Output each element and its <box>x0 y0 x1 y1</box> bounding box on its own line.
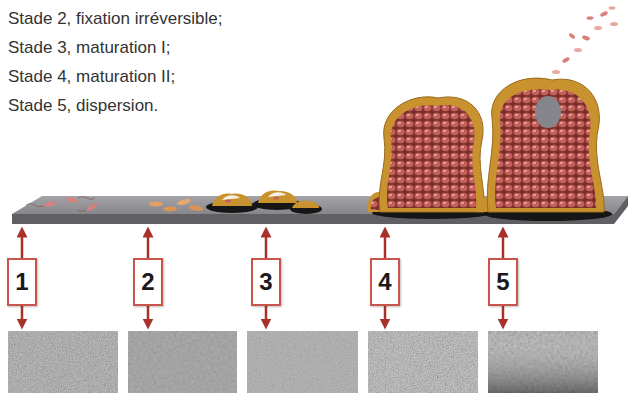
micrograph-texture <box>488 331 598 393</box>
caption-block: Stade 2, fixation irréversible;Stade 3, … <box>8 4 223 120</box>
stage-caption: Stade 2, fixation irréversible; <box>8 4 223 33</box>
callout-number: 2 <box>141 268 154 296</box>
cell-mass <box>495 89 596 208</box>
stage-number-box: 2 <box>133 258 163 306</box>
cell-cluster <box>268 192 286 197</box>
matrix <box>212 194 252 207</box>
bacterium <box>44 200 57 208</box>
matrix <box>258 191 297 204</box>
micrograph-texture <box>368 331 478 393</box>
released-cell <box>587 16 594 20</box>
callout-number: 4 <box>378 268 391 296</box>
micrograph <box>368 331 478 393</box>
bacterium <box>86 202 98 212</box>
micrograph-shade <box>488 331 598 393</box>
bacterium <box>66 197 79 204</box>
stage-number-box: 1 <box>7 258 37 306</box>
stage-arrows <box>22 232 503 324</box>
micrograph-texture <box>8 331 118 393</box>
released-cell <box>609 6 616 10</box>
released-cell <box>574 48 582 52</box>
cell-mass <box>387 105 476 208</box>
released-cell <box>610 22 618 26</box>
micrograph-texture <box>247 331 358 393</box>
stage-caption: Stade 5, dispersion. <box>8 91 223 120</box>
released-cell <box>562 56 571 63</box>
hollow-cavity <box>535 96 561 128</box>
stage-number-box: 4 <box>370 258 400 306</box>
matrix <box>487 78 604 212</box>
attached-bacteria <box>149 198 203 212</box>
micrograph <box>128 331 237 393</box>
stage-number-box: 5 <box>488 258 518 306</box>
released-cell <box>600 10 609 17</box>
matrix <box>292 201 319 208</box>
callout-number: 1 <box>15 268 28 296</box>
bacterium <box>225 199 231 202</box>
bacterium <box>149 201 163 206</box>
planktonic-bacteria <box>26 197 98 213</box>
callout-number: 3 <box>259 268 272 296</box>
bacterium <box>273 196 279 199</box>
matrix <box>379 97 484 212</box>
mature-biofilm <box>368 97 496 219</box>
micrographs <box>8 331 598 393</box>
micrograph <box>488 331 598 393</box>
bacterium <box>189 204 204 212</box>
released-cell <box>582 35 591 41</box>
bacterium <box>163 206 177 211</box>
released-cell <box>552 70 560 74</box>
released-cell <box>594 26 602 30</box>
stage-number-box: 3 <box>251 258 281 306</box>
cell-cluster <box>222 195 240 200</box>
flagellum <box>26 197 95 212</box>
stage-caption: Stade 4, maturation II; <box>8 62 223 91</box>
micrograph <box>247 331 358 393</box>
microcolonies <box>206 191 322 215</box>
bacterium <box>177 198 192 207</box>
micrograph <box>8 331 118 393</box>
dispersing-biofilm <box>484 6 618 221</box>
released-cell <box>568 32 576 39</box>
stage-caption: Stade 3, maturation I; <box>8 33 223 62</box>
micrograph-texture <box>128 331 237 393</box>
callout-number: 5 <box>496 268 509 296</box>
